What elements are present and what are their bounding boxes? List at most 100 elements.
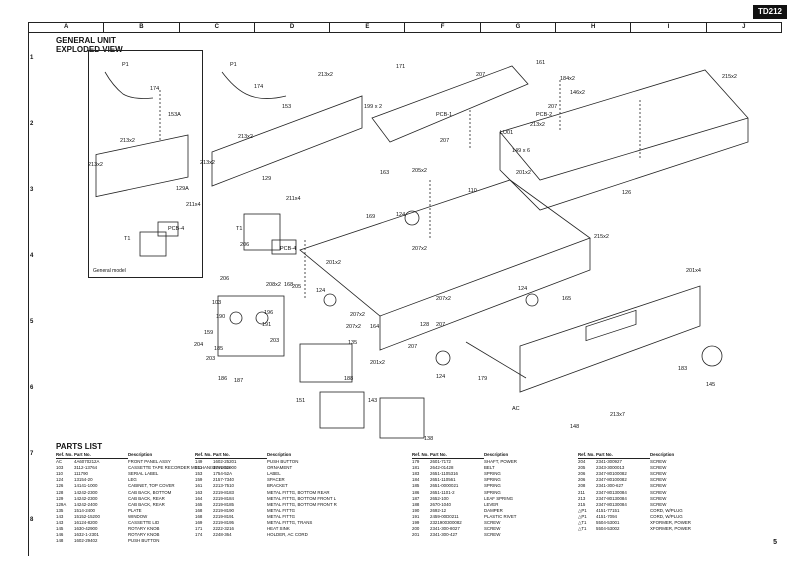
parts-cell: 1761-51900	[213, 465, 237, 471]
callout-label: 129A	[176, 186, 189, 192]
callout-label: 153A	[168, 112, 181, 118]
grid-row-2: 2	[30, 121, 34, 127]
parts-cell: 2157-7340	[213, 477, 234, 483]
callout-label: PCB-1	[436, 112, 453, 118]
parts-cell: 201	[412, 532, 420, 538]
parts-cell: 145	[56, 526, 64, 532]
parts-cell: 2670-1040	[430, 501, 451, 507]
header-cell: Part No.	[430, 452, 447, 457]
callout-label: 159	[204, 330, 214, 336]
parts-cell: 184	[412, 477, 420, 483]
parts-cell: 2642-01428	[430, 465, 454, 471]
callout-label: 213x2	[238, 134, 253, 140]
front-panel	[519, 285, 701, 393]
callout-label: 207x2	[412, 246, 427, 252]
parts-cell: 4151-77151	[596, 507, 620, 513]
parts-cell: 1630-42900	[74, 526, 98, 532]
callout-label: PCB-4	[280, 246, 297, 252]
callout-label: 203	[270, 338, 280, 344]
callout-label: 161	[536, 60, 546, 66]
inset-pcb4	[157, 221, 179, 237]
callout-label: 207	[476, 72, 486, 78]
grid-row-1: 1	[30, 55, 34, 61]
grid-row-5: 5	[30, 319, 34, 325]
callout-label: 174	[254, 84, 264, 90]
callout-label: 153	[282, 104, 292, 110]
parts-cell: 171	[195, 526, 203, 532]
parts-cell: 1754-52A	[213, 471, 233, 477]
parts-cell: 151	[195, 465, 203, 471]
callout-label: P1	[122, 62, 129, 68]
parts-cell: 1632-1-2301	[74, 532, 99, 538]
grid-col-F: F	[405, 23, 481, 32]
parts-cell: 2341-300-627	[596, 483, 624, 489]
rotary-knob	[701, 345, 723, 367]
parts-cell: 129A	[56, 501, 67, 507]
callout-label: 169	[366, 214, 376, 220]
inset-rear-panel	[95, 134, 189, 198]
callout-label: 215x2	[594, 234, 609, 240]
parts-cell: 2219-8185	[213, 501, 234, 507]
callout-label: 207	[548, 104, 558, 110]
parts-cell: 103	[56, 465, 64, 471]
cassette-frame-143	[319, 391, 365, 429]
callout-label: 211x4	[186, 202, 201, 208]
parts-cell: 135	[56, 507, 64, 513]
callout-label: 190	[216, 314, 226, 320]
callout-label: 213x2	[530, 122, 545, 128]
header-cell: Ref. No.	[412, 452, 429, 457]
callout-label: 213x7	[610, 412, 625, 418]
callout-label: 213x2	[120, 138, 135, 144]
parts-cell: 208	[578, 483, 586, 489]
callout-label: AC	[512, 406, 520, 412]
parts-cell: 2341-300927	[596, 459, 622, 465]
parts-cell: 2347-80100082	[596, 477, 627, 483]
parts-cell: 13154-20	[74, 477, 93, 483]
parts-cell: 199	[412, 520, 420, 526]
callout-label: 185	[214, 346, 224, 352]
parts-cell: 190	[412, 507, 420, 513]
parts-cell: 2651-1105316	[430, 471, 458, 477]
callout-label: 143	[368, 398, 378, 404]
callout-label: 110	[468, 188, 477, 194]
parts-cell: 2341-300-8027	[430, 526, 460, 532]
callout-label: 207	[440, 138, 450, 144]
parts-cell: 2651-0000021	[430, 483, 459, 489]
callout-label: 201x4	[686, 268, 701, 274]
parts-table-header: Ref. No.Part No.Description	[578, 452, 674, 460]
parts-cell: 2347-80130084	[596, 489, 627, 495]
parts-cell: 110	[56, 471, 63, 477]
parts-cell: 215	[578, 501, 586, 507]
title-line-2: EXPLODED VIEW	[56, 45, 123, 54]
grid-col-I: I	[631, 23, 707, 32]
parts-cell: 2219-8184	[213, 495, 234, 501]
parts-cell: 14141-1000	[74, 483, 98, 489]
parts-cell: 2347-80100082	[596, 471, 627, 477]
